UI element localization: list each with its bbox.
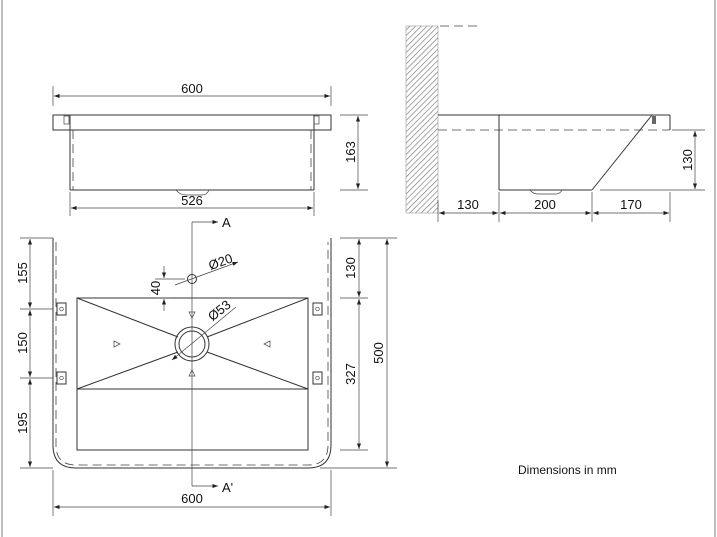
section-start: A — [222, 215, 231, 230]
front-view: 600 526 163 — [52, 81, 368, 216]
tap-hole-diameter: Ø20 — [206, 251, 234, 274]
side-bowl-depth: 200 — [534, 197, 556, 212]
left-dim-1: 155 — [15, 262, 30, 284]
tap-hole-offset: 40 — [148, 281, 163, 295]
side-wall-gap: 130 — [457, 197, 479, 212]
plan-width: 600 — [181, 491, 203, 506]
plan-view: A A' Ø20 40 Ø53 155 150 195 130 327 — [15, 215, 397, 516]
front-width-top: 600 — [181, 81, 203, 96]
left-dim-2: 150 — [15, 332, 30, 354]
side-height: 130 — [680, 149, 695, 171]
right-dim-1: 130 — [343, 257, 358, 279]
tap-hole — [187, 274, 197, 284]
left-dim-3: 195 — [15, 412, 30, 434]
right-dim-2: 327 — [343, 363, 358, 385]
units-note: Dimensions in mm — [518, 463, 617, 477]
side-front-slope: 170 — [620, 197, 642, 212]
front-height: 163 — [343, 141, 358, 163]
total-depth: 500 — [371, 342, 386, 364]
front-width-bottom: 526 — [181, 193, 203, 208]
wall-hatch — [405, 25, 439, 214]
side-view: 130 200 170 130 — [405, 25, 705, 222]
section-end: A' — [222, 480, 233, 495]
drain-diameter: Ø53 — [205, 297, 234, 324]
